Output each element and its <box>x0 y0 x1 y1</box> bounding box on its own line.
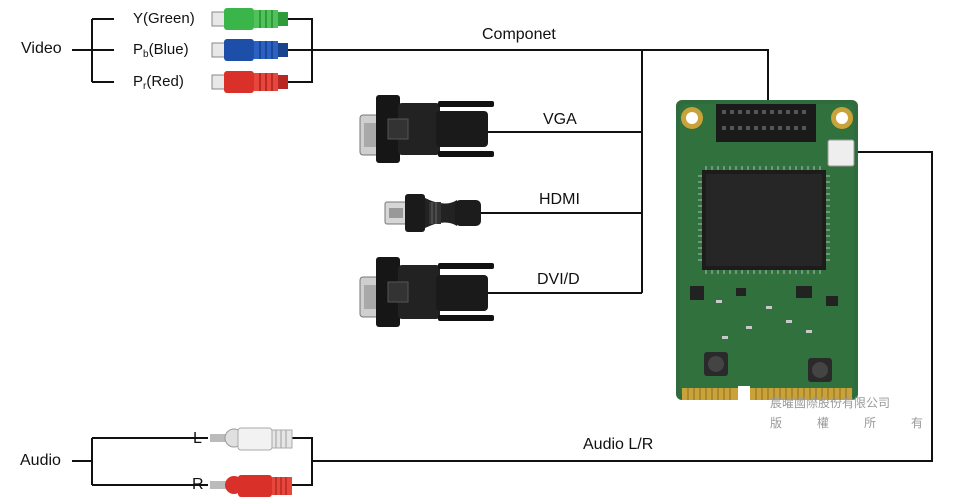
audio-left-label: L <box>193 430 202 447</box>
watermark-copyright: 版權所有 <box>770 416 924 430</box>
component-label: Componet <box>482 26 556 43</box>
signal-pb-label: Pb(Blue) <box>133 41 189 60</box>
rca-plug-green <box>211 8 288 30</box>
signal-y-label: Y(Green) <box>133 10 195 27</box>
vga-label: VGA <box>543 111 577 128</box>
rca-plug-blue <box>211 39 288 61</box>
video-bracket-wire <box>72 18 114 83</box>
dvid-label: DVI/D <box>537 271 580 288</box>
rca-plug-red <box>211 71 288 93</box>
component-bundle-wire <box>287 18 313 83</box>
audio-group-label: Audio <box>20 452 61 469</box>
video-group-label: Video <box>21 40 62 57</box>
wires <box>72 18 933 486</box>
rca-video-plugs <box>211 8 288 93</box>
vga-connector <box>359 95 494 163</box>
component-wire <box>312 49 769 100</box>
audio-right-label: R <box>192 476 204 493</box>
audio-bracket-wire <box>72 437 208 486</box>
dvid-connector <box>359 257 494 327</box>
audio-bundle-wire <box>290 151 933 486</box>
rca-plug-red-audio <box>210 475 292 497</box>
rca-plug-white <box>210 427 293 451</box>
signal-pr-label: Pr(Red) <box>133 73 184 92</box>
mini-pcie-card <box>676 100 858 402</box>
audio-lr-label: Audio L/R <box>583 436 654 453</box>
watermark-company: 宸曜國際股份有限公司 <box>770 396 891 410</box>
hdmi-connector <box>384 194 481 232</box>
hdmi-label: HDMI <box>539 191 580 208</box>
